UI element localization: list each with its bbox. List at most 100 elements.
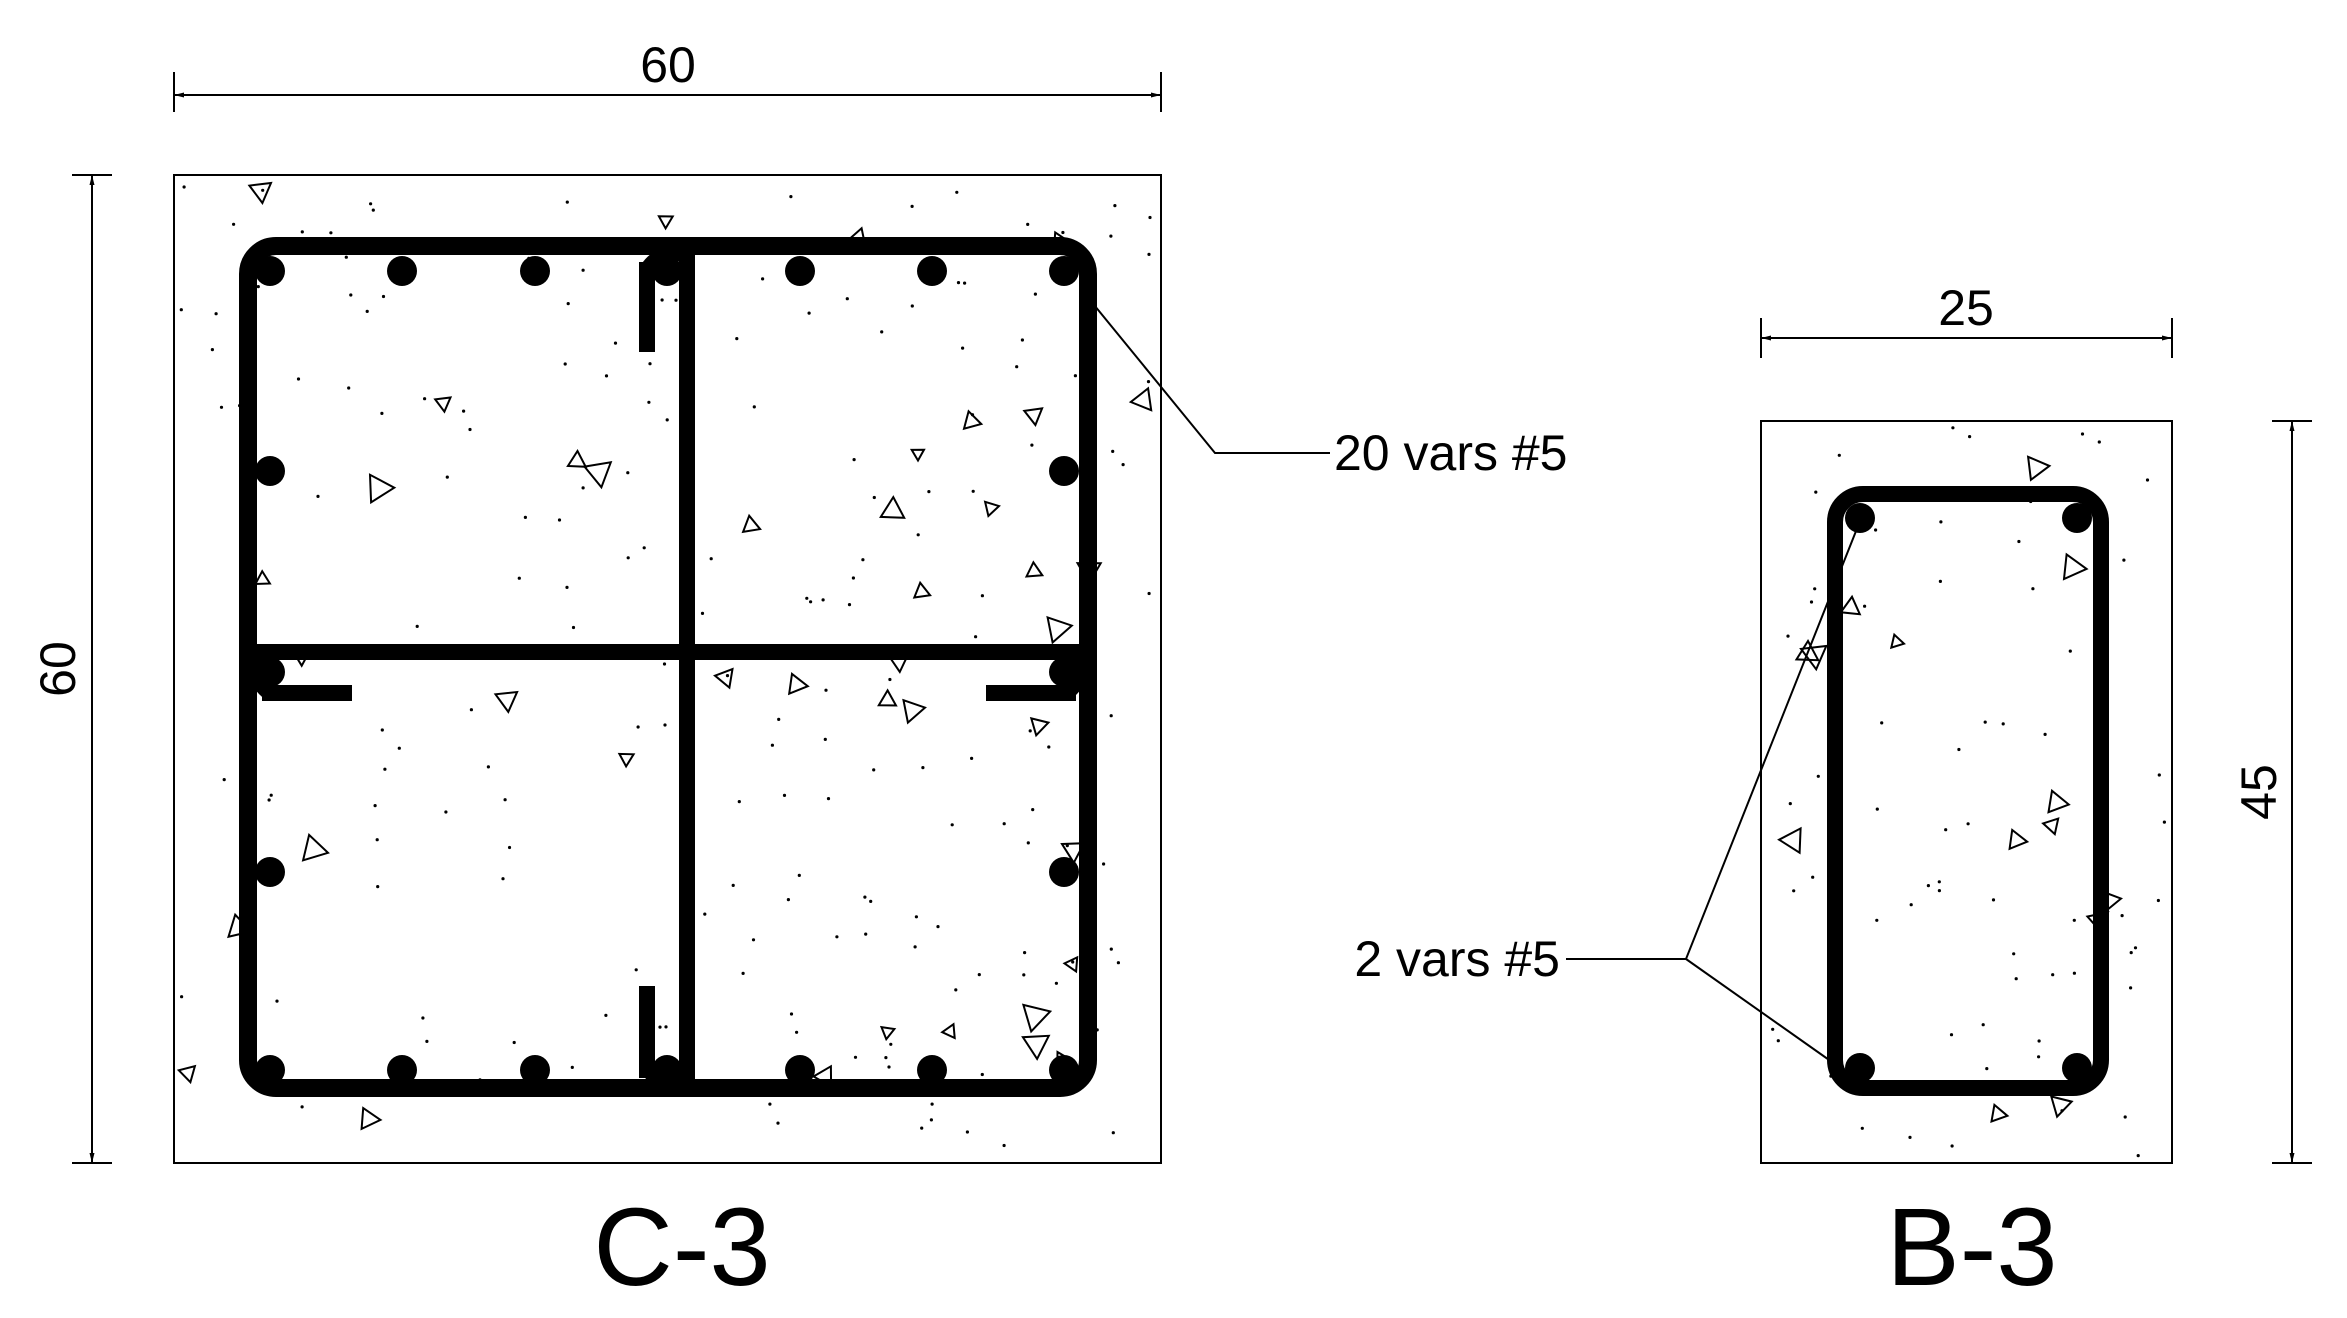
column-rebar: [387, 256, 417, 286]
stipple-dot: [182, 185, 186, 189]
column-section-title: C-3: [593, 1186, 770, 1309]
stipple-dot: [2123, 1115, 2127, 1119]
stipple-dot: [2097, 440, 2101, 444]
stipple-dot: [887, 1065, 891, 1069]
stipple-dot: [1111, 1131, 1115, 1135]
stipple-dot: [2120, 914, 2124, 918]
column-rebar: [1049, 1055, 1079, 1085]
stipple-dot: [1991, 898, 1996, 902]
aggregate-mark: [1046, 615, 1074, 645]
stipple-dot: [1031, 808, 1035, 812]
stipple-dot: [2162, 820, 2166, 824]
column-rebar: [520, 256, 550, 286]
stipple-dot: [2037, 1039, 2041, 1043]
stipple-dot: [626, 556, 630, 560]
stipple-dot: [847, 603, 852, 607]
column-rebar-leader: 20 vars #5: [1089, 299, 1567, 481]
column-tie-bend-top: [640, 245, 689, 275]
aggregate-mark: [879, 1025, 897, 1042]
stipple-dot: [1938, 579, 1942, 584]
aggregate-mark: [1021, 1034, 1051, 1061]
stipple-dot: [648, 362, 652, 366]
stipple-dot: [626, 471, 630, 475]
beam-rebar: [1845, 503, 1875, 533]
stipple-dot: [563, 362, 567, 366]
beam-longitudinal-bars: [1845, 503, 2092, 1083]
stipple-dot: [805, 596, 809, 600]
stipple-dot: [824, 688, 828, 692]
column-height-label: 60: [30, 641, 86, 697]
stipple-dot: [1811, 875, 1815, 879]
stipple-dot: [1002, 822, 1006, 826]
stipple-dot: [503, 798, 507, 802]
stipple-dot: [910, 204, 914, 208]
aggregate-mark: [360, 1106, 383, 1131]
stipple-dot: [1837, 453, 1841, 457]
stipple-dot: [700, 611, 705, 616]
stipple-dot: [383, 767, 387, 771]
stipple-dot: [180, 995, 184, 999]
stipple-dot: [275, 999, 279, 1003]
stipple-dot: [864, 932, 868, 936]
stipple-dot: [826, 797, 831, 801]
aggregate-mark: [2047, 788, 2071, 814]
column-concrete-stipple: [179, 185, 1152, 1148]
aggregate-mark: [713, 667, 734, 690]
stipple-dot: [222, 778, 226, 782]
stipple-dot: [1908, 1135, 1912, 1139]
stipple-dot: [1148, 215, 1152, 220]
aggregate-mark: [1029, 717, 1051, 738]
stipple-dot: [2133, 946, 2138, 950]
aggregate-mark: [617, 752, 636, 769]
aggregate-mark: [787, 672, 810, 696]
column-rebar: [785, 256, 815, 286]
stipple-dot: [634, 968, 638, 972]
stipple-dot: [1020, 338, 1024, 342]
stipple-dot: [1792, 889, 1796, 893]
aggregate-mark: [983, 500, 1001, 518]
column-rebar: [917, 256, 947, 286]
stipple-dot: [468, 427, 472, 432]
aggregate-mark: [1062, 955, 1079, 974]
stipple-dot: [425, 1039, 429, 1043]
stipple-dot: [889, 1042, 893, 1046]
stipple-dot: [2037, 1055, 2041, 1059]
stipple-dot: [662, 662, 667, 666]
stipple-dot: [1026, 222, 1030, 226]
aggregate-mark: [1128, 386, 1153, 412]
stipple-dot: [267, 798, 271, 802]
stipple-dot: [971, 489, 975, 493]
stipple-dot: [663, 723, 667, 727]
stipple-dot: [179, 308, 183, 312]
stipple-dot: [1054, 981, 1058, 985]
beam-stirrup: [1827, 486, 2109, 1096]
stipple-dot: [647, 400, 651, 404]
aggregate-mark: [962, 409, 984, 431]
stipple-dot: [2080, 432, 2085, 436]
stipple-dot: [974, 635, 978, 639]
stipple-dot: [950, 823, 954, 827]
aggregate-mark: [433, 396, 453, 414]
stipple-dot: [1874, 528, 1878, 532]
aggregate-mark: [1838, 594, 1862, 616]
stipple-dot: [371, 208, 375, 212]
aggregate-mark: [176, 1064, 197, 1085]
stipple-dot: [2031, 587, 2035, 591]
beam-width-dimension: 25: [1760, 280, 2173, 358]
stipple-dot: [375, 838, 379, 842]
stipple-dot: [1875, 807, 1879, 811]
stipple-dot: [232, 222, 236, 226]
stipple-dot: [821, 598, 825, 602]
aggregate-mark: [940, 1022, 956, 1040]
stipple-dot: [1116, 961, 1120, 965]
stipple-dot: [970, 413, 975, 417]
stipple-dot: [2072, 971, 2076, 975]
beam-rebar: [2062, 1053, 2092, 1083]
stipple-dot: [1939, 520, 1943, 524]
column-concrete-outline: [173, 174, 1162, 1164]
aggregate-mark: [1794, 639, 1820, 662]
stipple-dot: [381, 294, 386, 299]
stipple-dot: [1816, 774, 1820, 778]
stipple-dot: [741, 971, 745, 976]
stipple-dot: [1147, 252, 1151, 256]
